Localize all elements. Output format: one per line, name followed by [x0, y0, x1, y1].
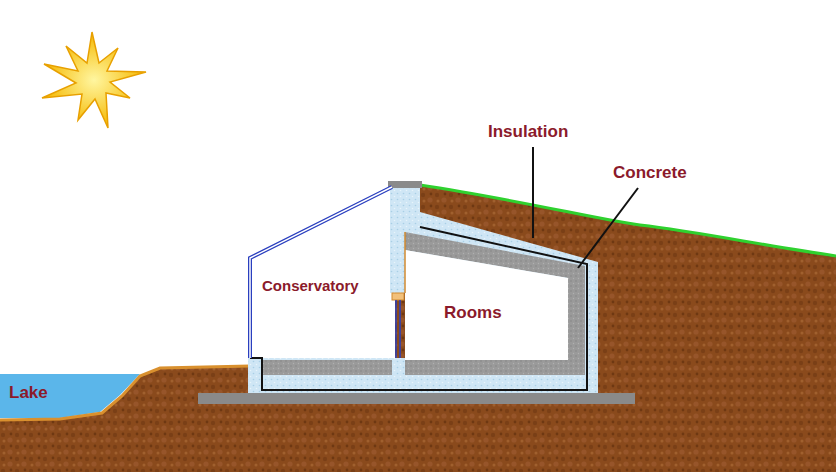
- foundation-slab: [198, 393, 635, 404]
- space-label: Conservatory: [262, 277, 359, 294]
- part-label: Insulation: [488, 122, 568, 141]
- conservatory-floor: [262, 360, 405, 375]
- label-holder: Conservatory: [262, 277, 359, 295]
- sun: [42, 32, 146, 128]
- label-holder: Rooms: [444, 303, 502, 323]
- leader-line: [532, 147, 534, 238]
- rooms-interior: [405, 250, 568, 360]
- conservatory-glass: [250, 187, 392, 358]
- label-holder: Lake: [9, 383, 48, 403]
- lake-label: Lake: [9, 383, 48, 402]
- wall-cap: [388, 181, 422, 188]
- window-frame: [392, 293, 404, 300]
- conservatory-glass: [250, 187, 392, 358]
- label-holder: Insulation: [488, 122, 568, 142]
- window-glass: [395, 300, 397, 358]
- membrane-line: [250, 227, 587, 390]
- leader-line: [578, 188, 638, 268]
- concrete-shell: [405, 232, 585, 375]
- window-sill: [392, 358, 405, 375]
- insulation-shell: [248, 186, 598, 393]
- label-holder: Concrete: [613, 163, 687, 183]
- wall-edge: [404, 232, 406, 293]
- window-glass: [399, 300, 401, 358]
- part-label: Concrete: [613, 163, 687, 182]
- space-label: Rooms: [444, 303, 502, 322]
- ground: [0, 185, 836, 472]
